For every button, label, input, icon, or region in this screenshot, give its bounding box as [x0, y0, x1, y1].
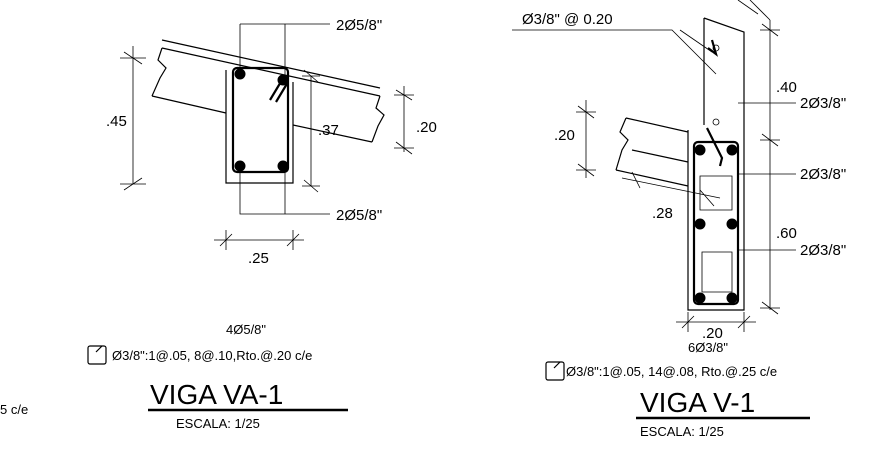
- stirrup: [231, 66, 290, 174]
- bar-6: [726, 292, 738, 304]
- dim-inner-line: [302, 69, 320, 193]
- hole-2: [712, 118, 720, 126]
- beam-v1-section: Ø3/8" @ 0.20 .40 .60 2Ø3/8" 2Ø3/8" 2Ø3/8…: [512, 0, 846, 439]
- bar-bottom-label: 2Ø5/8": [336, 207, 382, 224]
- bar-top-right: [277, 74, 289, 86]
- bar-4: [726, 218, 738, 230]
- leader-top: [239, 23, 330, 80]
- dim-top-tick: [737, 0, 771, 21]
- beam-outline: [687, 128, 745, 311]
- bar-5: [694, 292, 706, 304]
- slab-top-line-2: [161, 47, 381, 97]
- stirrup-icon: [87, 345, 107, 365]
- dim-inner-label: .37: [318, 122, 339, 139]
- dim-width-line: [676, 312, 756, 332]
- dim-width-line: [214, 230, 304, 250]
- break-mark: [615, 117, 629, 171]
- slab-mid-line: [631, 149, 689, 163]
- dim-height-line: [120, 46, 146, 191]
- stirrup-spec: Ø3/8":1@.05, 14@.08, Rto.@.25 c/e: [566, 364, 777, 379]
- slab-bottom-line-2: [292, 124, 373, 143]
- dim-slab-line: [394, 86, 414, 155]
- break-mark-right: [371, 95, 385, 143]
- stirrup-spec: Ø3/8":1@.05, 8@.10,Rto.@.20 c/e: [112, 348, 312, 363]
- stirrup-spacing-leader: [512, 29, 717, 75]
- bar-1: [694, 144, 706, 156]
- beam-va1-section: 2Ø5/8" 2Ø5/8" .45 .37 .20 .25 4Ø5/8" Ø3/…: [87, 17, 437, 431]
- bar-2: [726, 144, 738, 156]
- scale-label: ESCALA: 1/25: [176, 416, 260, 431]
- scale-label: ESCALA: 1/25: [640, 424, 724, 439]
- dim-slab-line: [576, 100, 596, 178]
- dim-slab-label: .20: [554, 127, 575, 144]
- slab-top-line: [625, 117, 689, 133]
- dim-width-label: .20: [702, 325, 723, 342]
- view-title: VIGA VA-1: [150, 379, 283, 410]
- slab-bottom-line: [615, 169, 689, 187]
- edge-fragment: 5 c/e: [0, 402, 28, 417]
- dim-height-label: .45: [106, 113, 127, 130]
- leader-bottom: [239, 166, 330, 215]
- stirrup-spacing-label: Ø3/8" @ 0.20: [522, 11, 613, 28]
- inner-rect-bottom: [701, 251, 733, 293]
- total-bars-label: 6Ø3/8": [688, 340, 728, 355]
- dim-inner-line: [621, 171, 721, 207]
- leader-arrow: [707, 39, 718, 57]
- dim-bottom-label: .60: [776, 225, 797, 242]
- slab-top-line: [161, 39, 381, 89]
- view-title: VIGA V-1: [640, 387, 755, 418]
- dim-top-label: .40: [776, 79, 797, 96]
- dim-slab-label: .20: [416, 119, 437, 136]
- stirrup-hook: [706, 127, 724, 167]
- bar-label-2: 2Ø3/8": [800, 166, 846, 183]
- bar-bottom-right: [277, 160, 289, 172]
- total-bars-label: 4Ø5/8": [226, 322, 266, 337]
- wall-outline: [703, 17, 745, 128]
- dim-inner-label: .28: [652, 205, 673, 222]
- stirrup-icon: [545, 361, 565, 381]
- beam-outline: [225, 70, 294, 184]
- inner-rect-top: [699, 175, 733, 211]
- bar-label-3: 2Ø3/8": [800, 242, 846, 259]
- dim-right-line: [760, 20, 780, 315]
- bar-3: [694, 218, 706, 230]
- break-mark-left: [151, 47, 167, 97]
- dim-width-label: .25: [248, 250, 269, 267]
- bar-label-1: 2Ø3/8": [800, 95, 846, 112]
- slab-bottom-line: [151, 95, 227, 114]
- bar-top-label: 2Ø5/8": [336, 17, 382, 34]
- stirrup: [692, 140, 740, 306]
